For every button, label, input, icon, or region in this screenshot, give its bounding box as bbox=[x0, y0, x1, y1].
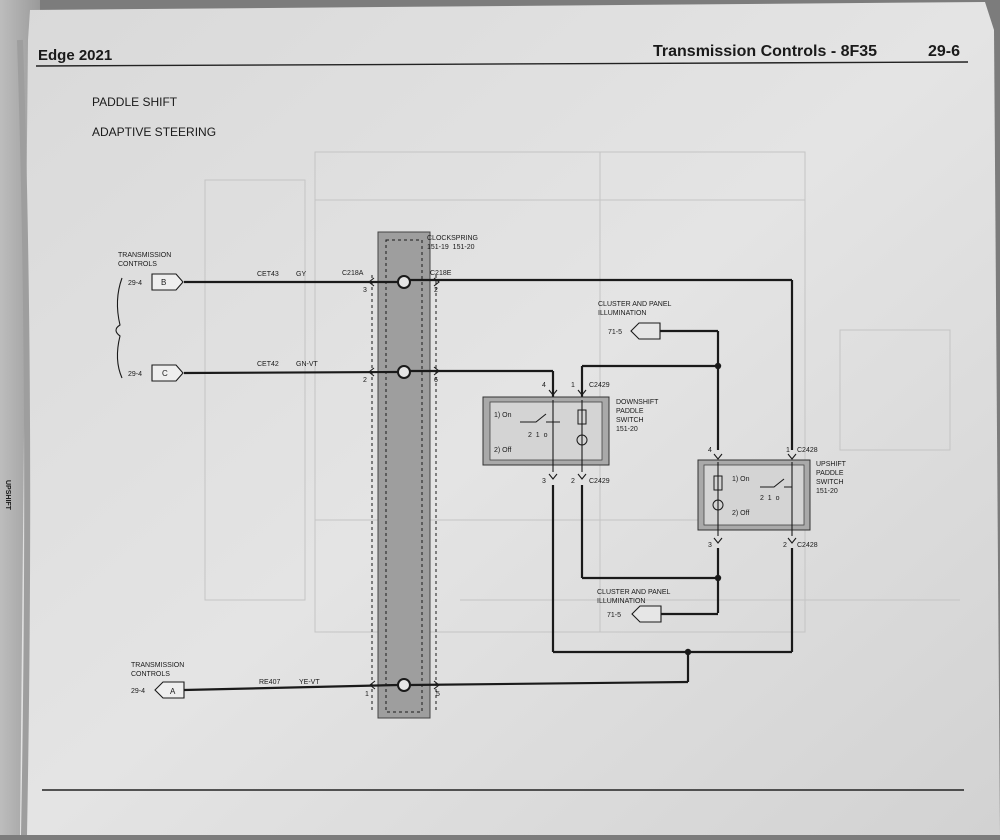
pin-b-connector bbox=[151, 273, 184, 291]
transmission-controls-bottom: TRANSMISSION CONTROLS 29-4 A bbox=[131, 662, 185, 699]
wire-cet42: CET42 GN-VT 2 6 bbox=[183, 361, 555, 400]
upshift-connector-top: C2428 bbox=[797, 447, 818, 454]
margin-label: UPSHIFT bbox=[4, 480, 11, 511]
connector-c218e: C218E bbox=[430, 270, 452, 277]
splice-dot bbox=[714, 574, 722, 582]
upshift-pin: 2 bbox=[783, 542, 787, 549]
resistor-icon bbox=[577, 409, 587, 425]
wire-re407: RE407 YE-VT 1 5 bbox=[183, 679, 689, 698]
brace bbox=[115, 277, 123, 379]
switch-symbol bbox=[760, 478, 792, 488]
section-title: Transmission Controls - 8F35 bbox=[653, 43, 877, 60]
lower-wiring bbox=[551, 485, 794, 682]
pin-label: 2 bbox=[363, 377, 367, 384]
illumination-bottom: CLUSTER AND PANEL ILLUMINATION 71-5 bbox=[597, 589, 718, 623]
resistor-icon bbox=[713, 475, 723, 491]
lamp-icon bbox=[712, 499, 724, 511]
diagram-subtitle: ADAPTIVE STEERING bbox=[92, 125, 216, 139]
pin-a-label: A bbox=[170, 687, 176, 696]
transmission-controls-label: TRANSMISSION bbox=[118, 252, 171, 259]
upshift-name-3: SWITCH bbox=[816, 479, 844, 486]
upshift-contacts: 2 1 o bbox=[760, 495, 780, 502]
pin-label: 5 bbox=[436, 691, 440, 698]
transmission-controls-top: TRANSMISSION CONTROLS 29-4 B 29-4 C bbox=[115, 252, 184, 382]
illumination-ref: 71-5 bbox=[607, 612, 621, 619]
downshift-state-off: 2) Off bbox=[494, 447, 511, 454]
clockspring-terminal-2 bbox=[397, 365, 411, 379]
page-number: 29-6 bbox=[928, 43, 960, 60]
connector-ref-a: 29-4 bbox=[131, 688, 145, 695]
downshift-connector-bottom: C2429 bbox=[589, 478, 610, 485]
clockspring-body bbox=[377, 231, 431, 719]
clockspring-label: CLOCKSPRING bbox=[427, 235, 478, 242]
wire-cet42-color: GN-VT bbox=[296, 361, 319, 368]
clockspring-terminal-1 bbox=[397, 275, 411, 289]
downshift-paddle-switch: 4 1 C2429 1) On 2) Off 2 1 o DOWNSHIFT P… bbox=[482, 382, 659, 485]
upshift-name-2: PADDLE bbox=[816, 470, 844, 477]
transmission-controls-label: TRANSMISSION bbox=[131, 662, 184, 669]
upshift-connector-bottom: C2428 bbox=[797, 542, 818, 549]
downshift-name: DOWNSHIFT bbox=[616, 399, 659, 406]
pin-c-connector bbox=[151, 364, 184, 382]
margin-label-line-1: UPSHIFT bbox=[4, 480, 11, 511]
splice-dot bbox=[684, 648, 692, 656]
connector-ref-b: 29-4 bbox=[128, 280, 142, 287]
wire-cet42-circuit: CET42 bbox=[257, 361, 279, 368]
illumination-ref: 71-5 bbox=[608, 329, 622, 336]
downshift-pin: 2 bbox=[571, 478, 575, 485]
transmission-controls-label-2: CONTROLS bbox=[118, 261, 157, 268]
wire-cet43: CET43 GY C218A C218E 3 2 bbox=[184, 270, 794, 450]
upshift-paddle-switch: 4 1 C2428 1) On 2) Off 2 1 o UPSHIFT PAD… bbox=[697, 447, 847, 549]
wire-cet43-circuit: CET43 bbox=[257, 271, 279, 278]
downshift-name-3: SWITCH bbox=[616, 417, 644, 424]
clockspring: CLOCKSPRING 151-19 151-20 bbox=[371, 231, 478, 719]
header-rule bbox=[35, 61, 969, 67]
pin-label: 1 bbox=[365, 691, 369, 698]
clockspring-inner bbox=[385, 239, 423, 713]
downshift-pin: 3 bbox=[542, 478, 546, 485]
lamp-icon bbox=[576, 434, 588, 446]
connector-ref-c: 29-4 bbox=[128, 371, 142, 378]
upshift-ref: 151-20 bbox=[816, 488, 838, 495]
downshift-connector-top: C2429 bbox=[589, 382, 610, 389]
wire-re407-circuit: RE407 bbox=[259, 679, 281, 686]
wire-re407-color: YE-VT bbox=[299, 679, 320, 686]
pin-label: 3 bbox=[363, 287, 367, 294]
illumination-label-2: ILLUMINATION bbox=[598, 310, 647, 317]
diagram-title: PADDLE SHIFT bbox=[92, 95, 178, 109]
pin-label: 2 bbox=[434, 287, 438, 294]
downshift-pin: 4 bbox=[542, 382, 546, 389]
upshift-name: UPSHIFT bbox=[816, 461, 847, 468]
page-curl-shadow bbox=[17, 39, 31, 836]
downshift-ref: 151-20 bbox=[616, 426, 638, 433]
clockspring-terminal-3 bbox=[397, 678, 411, 692]
illumination-top: CLUSTER AND PANEL ILLUMINATION 71-5 bbox=[580, 301, 722, 450]
pin-c-label: C bbox=[162, 369, 168, 378]
clockspring-ref: 151-19 151-20 bbox=[427, 244, 475, 251]
pin-b-label: B bbox=[161, 278, 166, 287]
wire-cet43-color: GY bbox=[296, 271, 306, 278]
downshift-state-on: 1) On bbox=[494, 412, 512, 419]
illumination-label: CLUSTER AND PANEL bbox=[597, 589, 670, 596]
upshift-pin: 3 bbox=[708, 542, 712, 549]
downshift-name-2: PADDLE bbox=[616, 408, 644, 415]
splice-dot bbox=[714, 362, 722, 370]
upshift-state-off: 2) Off bbox=[732, 510, 749, 517]
downshift-contacts: 2 1 o bbox=[528, 432, 548, 439]
upshift-pin: 4 bbox=[708, 447, 712, 454]
upshift-pin: 1 bbox=[786, 447, 790, 454]
illumination-label-2: ILLUMINATION bbox=[597, 598, 646, 605]
model-year: Edge 2021 bbox=[38, 47, 112, 64]
upshift-state-on: 1) On bbox=[732, 476, 750, 483]
illumination-label: CLUSTER AND PANEL bbox=[598, 301, 671, 308]
connector-c218a: C218A bbox=[342, 270, 364, 277]
transmission-controls-label-2: CONTROLS bbox=[131, 671, 170, 678]
downshift-pin: 1 bbox=[571, 382, 575, 389]
pin-label: 6 bbox=[434, 377, 438, 384]
